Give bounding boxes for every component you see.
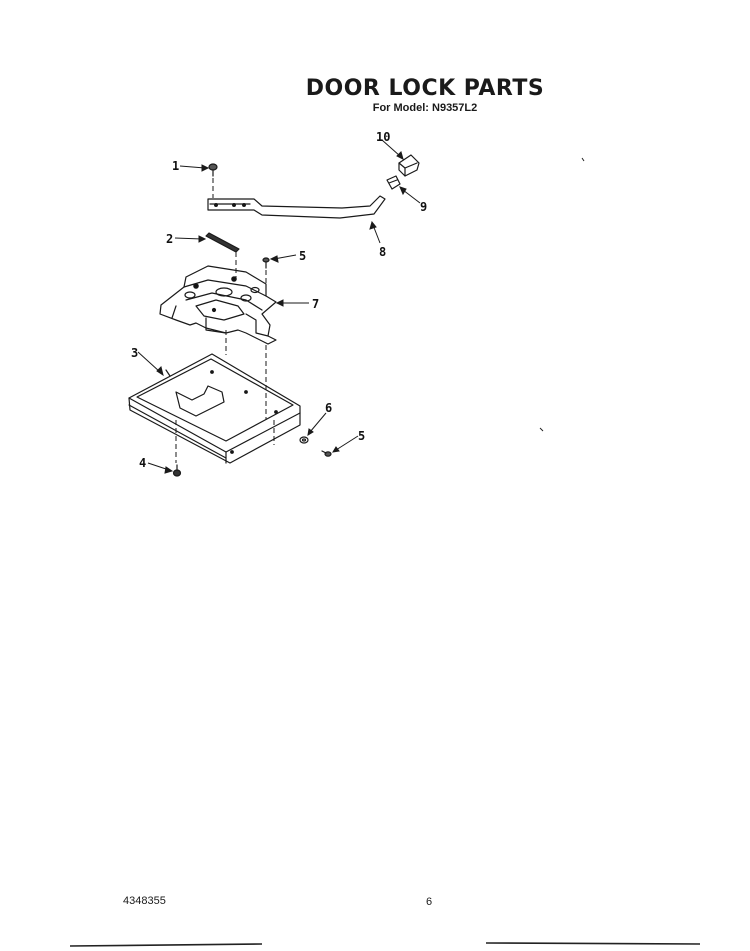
washer-part-6 <box>299 436 309 444</box>
scan-artifacts <box>69 157 701 947</box>
callout-1: 1 <box>172 159 179 173</box>
callout-5-lower: 5 <box>358 429 365 443</box>
part-number: 4348355 <box>123 895 166 907</box>
callout-9: 9 <box>420 200 427 214</box>
leader-lines <box>137 139 421 474</box>
callout-2: 2 <box>166 232 173 246</box>
screw-part-5-lower <box>321 450 332 457</box>
callout-8: 8 <box>379 245 386 259</box>
knob-part-10 <box>398 154 420 177</box>
callout-labels: 1 2 3 4 5 7 10 9 8 6 5 <box>131 130 427 470</box>
screw-part-4 <box>172 464 182 477</box>
lock-link-rod-part-8 <box>207 195 386 219</box>
callout-10: 10 <box>376 130 390 144</box>
callout-6: 6 <box>325 401 332 415</box>
screw-part-5-upper <box>262 257 270 269</box>
screw-part-1 <box>208 163 218 177</box>
callout-5-upper: 5 <box>299 249 306 263</box>
page-title: DOOR LOCK PARTS <box>305 76 545 101</box>
model-subtitle: For Model: N9357L2 <box>372 102 478 114</box>
latch-housing-part-3 <box>128 353 301 464</box>
page-number: 6 <box>426 896 433 908</box>
latch-assembly-part-7 <box>159 265 277 345</box>
spring-part-2 <box>205 232 240 253</box>
callout-7: 7 <box>312 297 319 311</box>
callout-4: 4 <box>139 456 146 470</box>
callout-3: 3 <box>131 346 138 360</box>
connector-part-9 <box>386 175 401 190</box>
alignment-lines <box>175 178 275 463</box>
